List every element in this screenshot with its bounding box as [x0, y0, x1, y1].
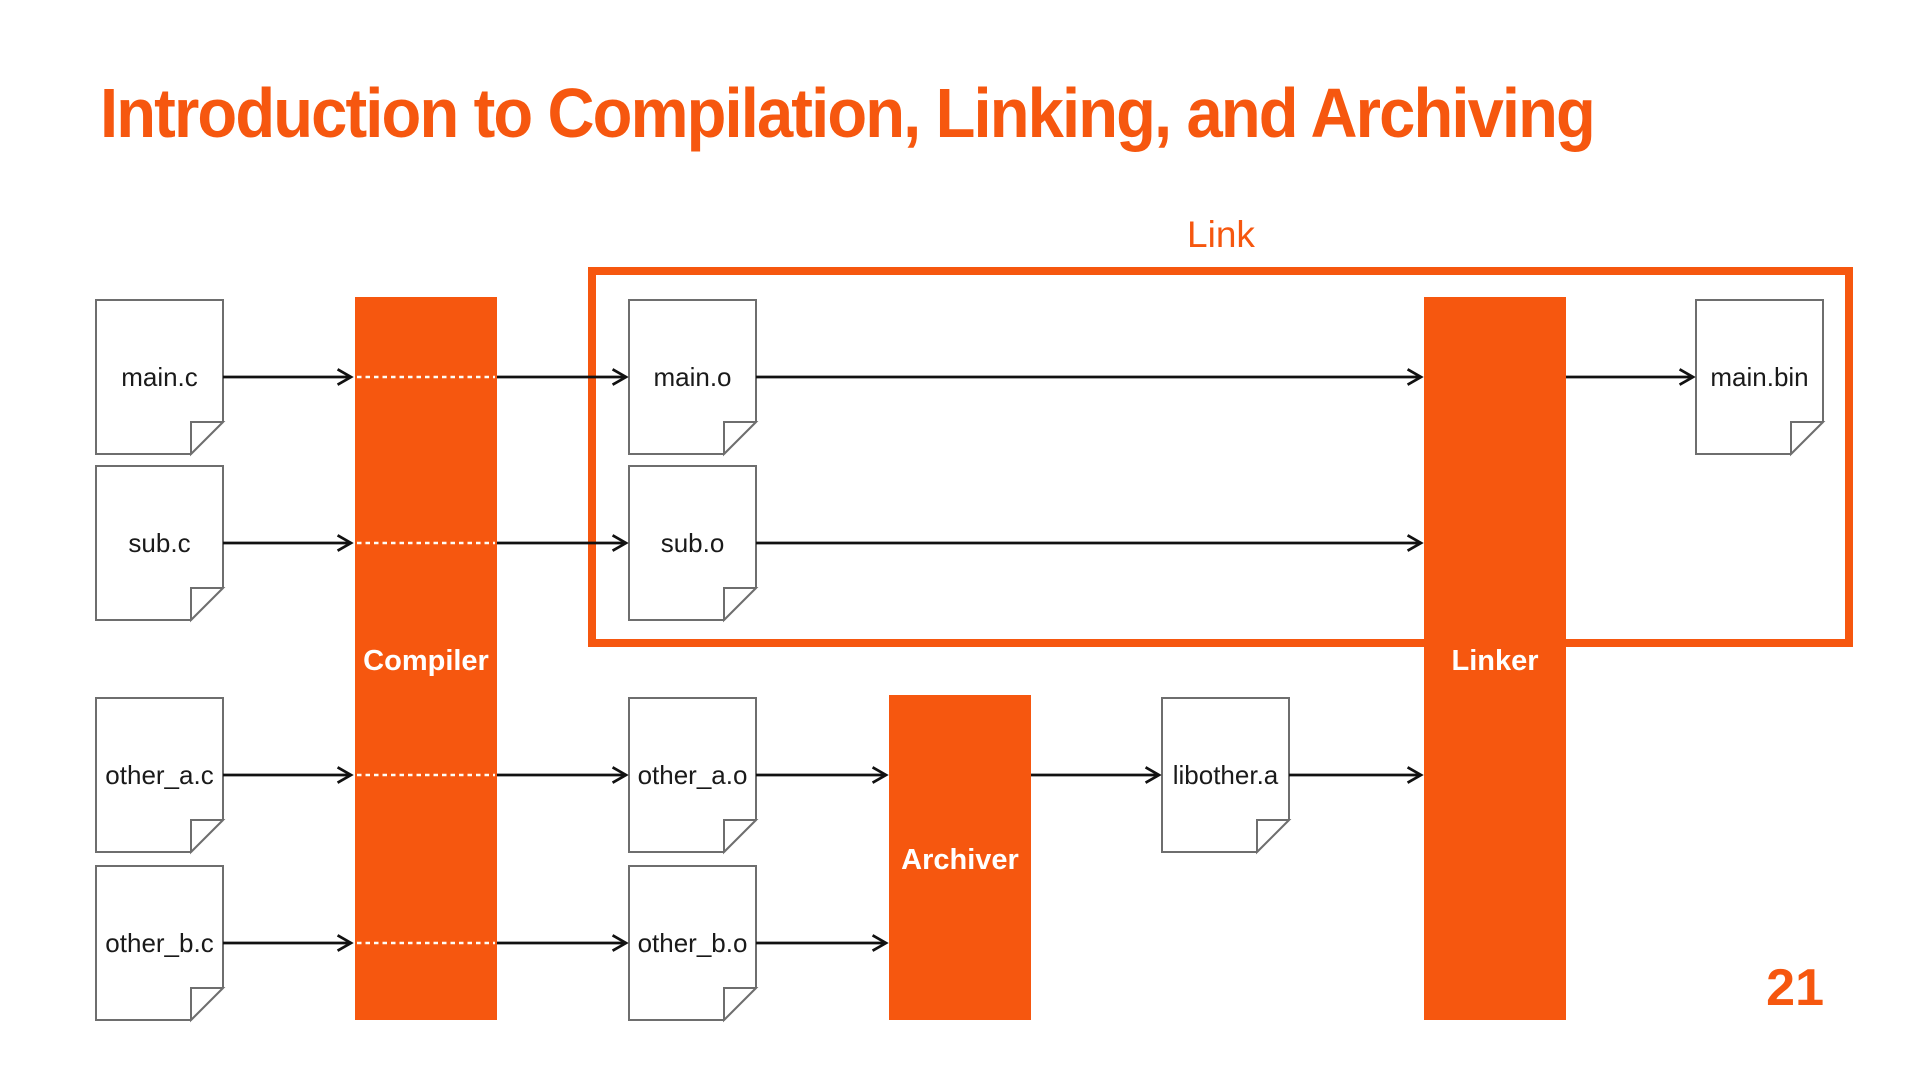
document-label: other_b.c	[105, 928, 213, 958]
linker-label: Linker	[1451, 645, 1538, 677]
document-label: other_a.o	[638, 760, 748, 790]
document-fold-corner	[190, 987, 226, 1023]
document-main-c: main.c	[95, 299, 226, 457]
document-fold-corner	[723, 421, 759, 457]
archiver-label: Archiver	[901, 844, 1019, 876]
document-label: sub.c	[128, 528, 190, 558]
document-fold-corner	[723, 819, 759, 855]
document-sub-c: sub.c	[95, 465, 226, 623]
document-other-b-c: other_b.c	[95, 865, 226, 1023]
document-main-o: main.o	[628, 299, 759, 457]
document-other-b-o: other_b.o	[628, 865, 759, 1023]
document-fold-corner	[190, 587, 226, 623]
document-main-bin: main.bin	[1695, 299, 1826, 457]
link-group-box	[588, 267, 1853, 647]
archiver-block	[889, 695, 1031, 1020]
page-title-text: Introduction to Compilation, Linking, an…	[100, 74, 1596, 152]
document-fold-corner	[1790, 421, 1826, 457]
document-label: libother.a	[1173, 760, 1279, 790]
link-group-label: Link	[1187, 214, 1255, 255]
document-label: main.bin	[1710, 362, 1808, 392]
document-sub-o: sub.o	[628, 465, 759, 623]
document-label: other_a.c	[105, 760, 213, 790]
document-label: sub.o	[661, 528, 725, 558]
document-label: main.c	[121, 362, 198, 392]
document-libother-a: libother.a	[1161, 697, 1292, 855]
document-fold-corner	[190, 421, 226, 457]
document-other-a-o: other_a.o	[628, 697, 759, 855]
compiler-block	[355, 297, 497, 1020]
document-label: other_b.o	[638, 928, 748, 958]
document-fold-corner	[1256, 819, 1292, 855]
page-title: Introduction to Compilation, Linking, an…	[100, 78, 1706, 148]
document-fold-corner	[190, 819, 226, 855]
compiler-label: Compiler	[363, 645, 489, 677]
document-other-a-c: other_a.c	[95, 697, 226, 855]
document-label: main.o	[653, 362, 731, 392]
document-fold-corner	[723, 987, 759, 1023]
document-fold-corner	[723, 587, 759, 623]
page-number: 21	[1766, 959, 1824, 1017]
linker-block	[1424, 297, 1566, 1020]
